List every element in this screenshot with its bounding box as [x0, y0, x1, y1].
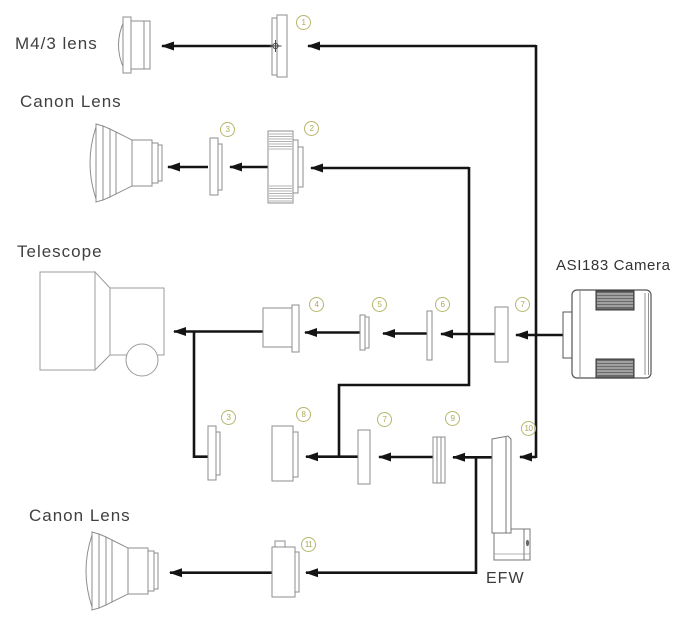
camera-heatsink-top — [595, 290, 635, 311]
adapter7-main-drawing — [494, 306, 509, 363]
adapter-badge-9: 9 — [445, 411, 460, 426]
adapter11-drawing — [271, 540, 300, 598]
canon-lens-bottom-label: Canon Lens — [29, 506, 131, 525]
camera-heatsink-bottom — [595, 358, 635, 379]
adapter-badge-11: 11 — [301, 537, 316, 552]
adapter-badge-8: 8 — [296, 407, 311, 422]
adapter2-drawing — [267, 130, 304, 204]
adapter7-efw-drawing — [357, 429, 371, 485]
adapter-badge-6: 6 — [435, 297, 450, 312]
canon-lens-bottom-drawing — [85, 531, 159, 611]
adapter9-drawing — [432, 436, 446, 484]
m43-lens-label: M4/3 lens — [15, 34, 98, 53]
route-efw-to-adapter11 — [305, 458, 478, 578]
route-adapter2-branch — [337, 167, 471, 457]
adapter-badge-5: 5 — [372, 297, 387, 312]
adapters — [207, 14, 509, 598]
telescope-drawing — [39, 270, 165, 377]
efw-label: EFW — [486, 570, 525, 587]
m43-lens-drawing — [118, 16, 151, 74]
canon-lens-top-drawing — [89, 123, 163, 203]
adapter3-efw-drawing — [207, 425, 221, 481]
adapter6-drawing — [426, 310, 433, 361]
adapter3-canon-drawing — [209, 137, 223, 196]
adapter-badge-4: 4 — [309, 297, 324, 312]
adapter-badge-1: 1 — [296, 15, 311, 30]
camera-label: ASI183 Camera — [556, 257, 671, 274]
adapter-badge-10: 10 — [521, 421, 536, 436]
connection-lines — [161, 41, 564, 578]
screw-cross-icon — [269, 40, 282, 52]
adapter-badge-3-canon: 3 — [220, 122, 235, 137]
adapter-badge-7-efw: 7 — [377, 412, 392, 427]
telescope-label: Telescope — [17, 242, 103, 261]
route-telescope-branch — [192, 331, 208, 458]
adapter8-drawing — [271, 425, 299, 482]
adapter4-drawing — [262, 304, 300, 353]
adapter1-drawing — [269, 14, 288, 78]
camera-drawing — [562, 289, 652, 379]
canon-lens-top-label: Canon Lens — [20, 92, 122, 111]
adapter-badge-7-main: 7 — [515, 297, 530, 312]
adapter-badge-2: 2 — [304, 121, 319, 136]
efw-drawing — [491, 435, 531, 561]
adapter-badge-3-efw: 3 — [221, 410, 236, 425]
adapter5-drawing — [359, 314, 370, 351]
